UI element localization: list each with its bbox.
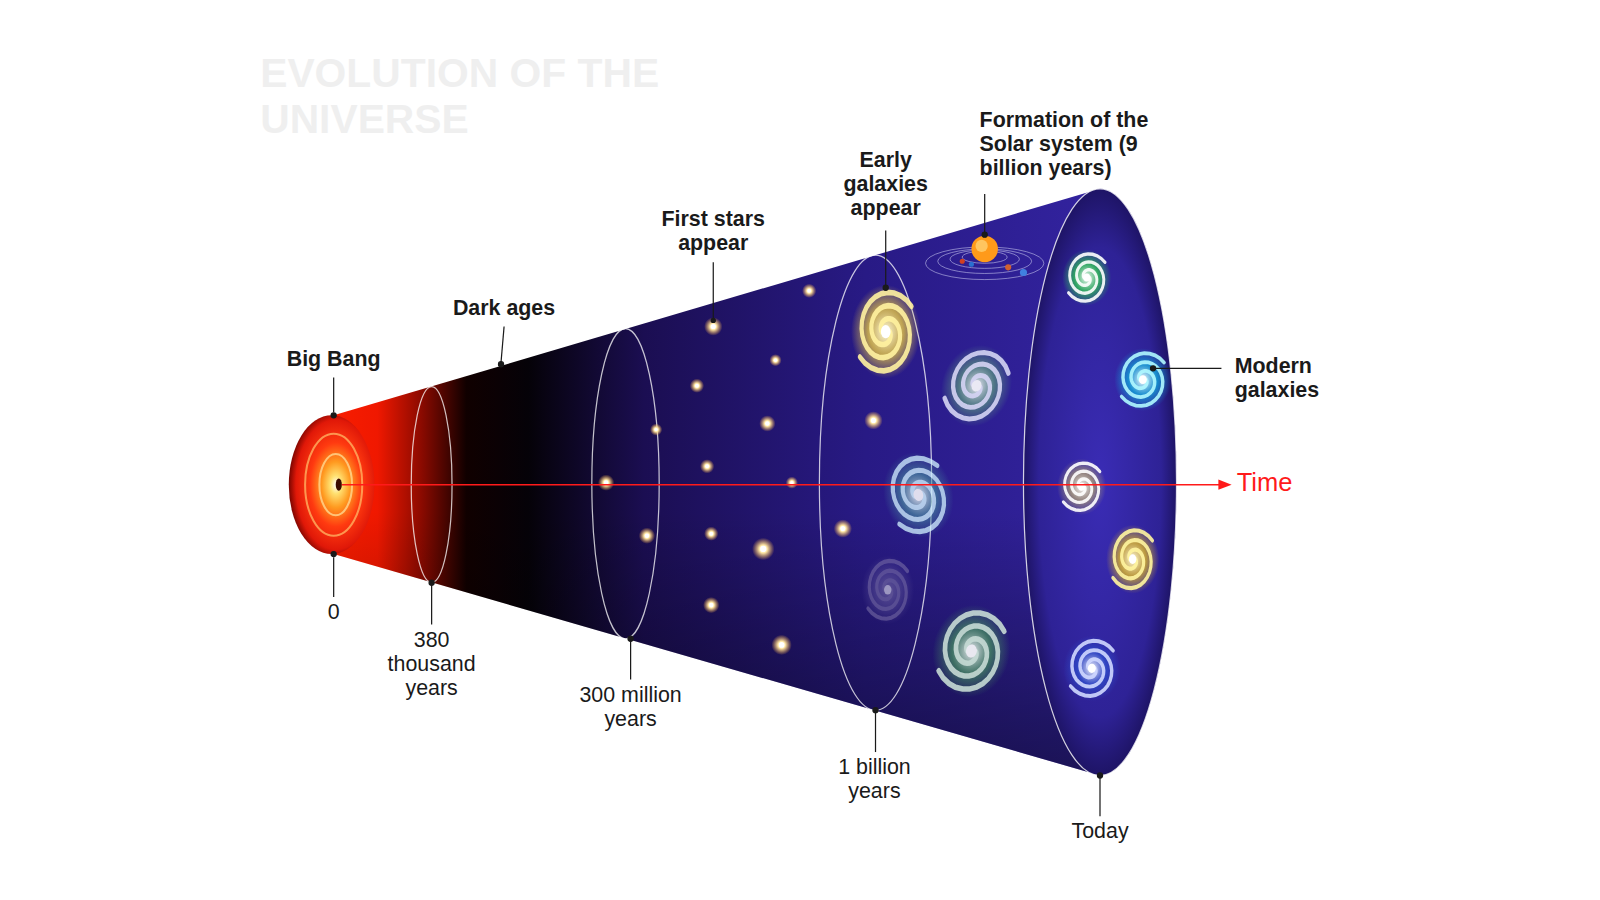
star-glow [834,519,852,537]
solar-system [926,236,1044,280]
time-arrowhead [1218,480,1231,490]
leader-lines [331,194,1221,816]
star-core [779,642,785,648]
spiral-galaxy [1062,249,1111,305]
star-glow [690,379,704,393]
stage-label: Dark ages [453,297,555,321]
stage-label: Early galaxies appear [830,149,942,221]
stage-label: Formation of the Solar system (9 billion… [980,109,1174,181]
axis-label: Time [1237,468,1293,497]
star-glow [703,597,719,613]
star-glow [704,317,722,335]
spiral-galaxy [925,598,1018,703]
star-glow [864,411,882,429]
star-glow [650,423,662,435]
section-ring [592,329,659,639]
star-glow [704,527,718,541]
star-core [871,418,876,423]
star-glow [759,415,775,431]
star-core [790,481,793,484]
star-core [654,428,657,431]
watermark: EVOLUTION OF THE UNIVERSE [260,51,689,142]
universe-cone [334,189,1177,776]
time-tick-label: 300 million years [562,684,700,732]
star-glow [802,284,816,298]
spiral-galaxy [1063,636,1120,702]
star-core [709,532,713,536]
star-glow [752,538,774,560]
spiral-galaxy [1057,459,1106,515]
spiral-galaxy [930,335,1024,437]
star-glow [598,474,614,490]
star-core [705,464,709,468]
time-tick-label: 1 billion years [826,756,923,804]
cone-shade [334,189,1177,776]
star-glow [700,459,714,473]
section-ring [1023,189,1176,776]
spiral-galaxy [874,444,963,546]
star-core [711,324,716,329]
stage-label: First stars appear [647,208,780,256]
star-core [840,526,845,531]
stage-label: Modern galaxies [1235,355,1347,403]
star-core [765,421,770,426]
star-core [695,384,699,388]
spiral-galaxy [1114,348,1171,411]
spiral-galaxy [851,285,920,379]
star-glow [639,528,655,544]
spiral-galaxy [1106,525,1159,594]
star-glow [769,354,781,366]
star-core [774,358,777,361]
big-bang-core [336,479,342,491]
cone-end-cap [1023,189,1176,776]
time-arrow-line [342,484,1221,486]
star-glow [786,477,798,489]
time-tick-label: 0 [328,601,340,625]
star-core [807,289,811,293]
stage-label: Big Bang [287,348,381,372]
spiral-galaxy [861,555,914,624]
time-tick-label: Today [1072,820,1129,844]
star-core [760,546,766,552]
star-core [645,533,650,538]
star-core [709,603,714,608]
star-glow [771,635,791,655]
time-tick-label: 380 thousand years [381,629,483,701]
